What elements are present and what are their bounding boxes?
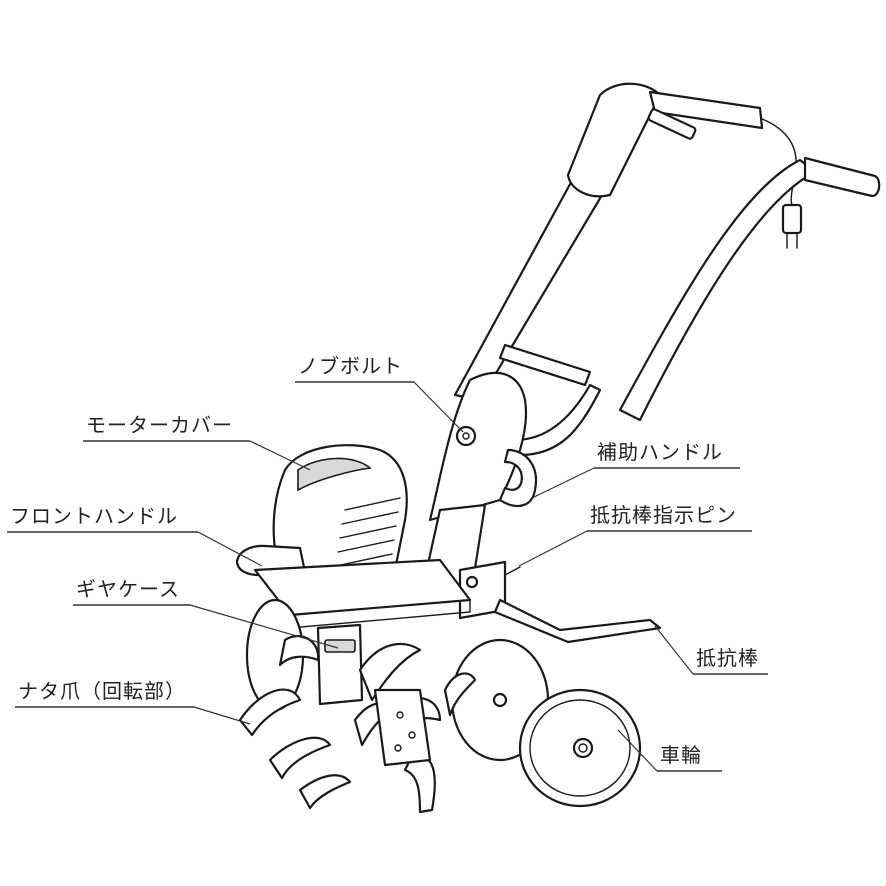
handle-lower-bar bbox=[513, 383, 602, 457]
label-front-handle: フロントハンドル bbox=[10, 504, 178, 528]
callout-gear-case: ギヤケース bbox=[73, 577, 339, 649]
tines-shape bbox=[238, 634, 477, 814]
resist-bar bbox=[493, 598, 662, 644]
callout-knob-bolt: ノブボルト bbox=[295, 354, 464, 433]
gear-case-shape bbox=[316, 623, 364, 706]
main-handle-grip bbox=[566, 82, 662, 198]
cultivator-illustration bbox=[235, 82, 881, 814]
main-handle-top-bar bbox=[648, 90, 764, 130]
handle-cross-bar bbox=[498, 343, 592, 387]
callout-motor-cover: モーターカバー bbox=[83, 413, 311, 471]
callout-resist-bar: 抵抗棒 bbox=[654, 625, 768, 675]
handle-bracket bbox=[428, 371, 527, 522]
power-plug-icon bbox=[781, 203, 803, 249]
right-grip bbox=[803, 156, 881, 198]
label-resist-pin: 抵抗棒指示ピン bbox=[590, 503, 737, 527]
label-resist-bar: 抵抗棒 bbox=[696, 646, 759, 670]
switch-lever bbox=[647, 108, 697, 140]
main-handle-right-tube bbox=[618, 158, 817, 422]
callout-wheel: 車輪 bbox=[617, 729, 722, 772]
label-motor-cover: モーターカバー bbox=[86, 413, 233, 437]
label-aux-handle: 補助ハンドル bbox=[597, 440, 723, 464]
label-wheel: 車輪 bbox=[660, 743, 702, 767]
label-gear-case: ギヤケース bbox=[76, 577, 180, 601]
callout-tines: ナタ爪（回転部） bbox=[15, 679, 251, 725]
label-knob-bolt: ノブボルト bbox=[298, 354, 403, 378]
knob-bolt-icon bbox=[455, 425, 477, 447]
callout-front-handle: フロントハンドル bbox=[7, 504, 263, 567]
callout-resist-pin: 抵抗棒指示ピン bbox=[518, 503, 752, 567]
label-tines: ナタ爪（回転部） bbox=[18, 679, 186, 703]
callout-aux-handle: 補助ハンドル bbox=[531, 440, 740, 499]
aux-handle-loop bbox=[498, 448, 538, 508]
